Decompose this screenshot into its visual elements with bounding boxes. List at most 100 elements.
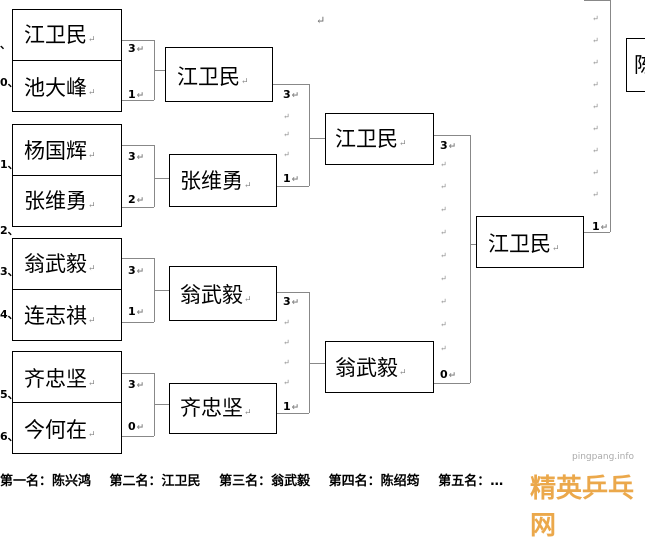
paragraph-mark: ↵ (440, 182, 447, 191)
connector (584, 0, 610, 1)
paragraph-mark: ↵ (592, 58, 599, 67)
paragraph-mark: ↵ (592, 36, 599, 45)
round1-box-6 (12, 289, 122, 341)
score: 3↵ (128, 150, 145, 163)
connector (277, 186, 309, 187)
connector (122, 258, 154, 259)
round1-box-4 (12, 175, 122, 227)
paragraph-mark: ↵ (283, 112, 290, 121)
player-name: 江卫民↵ (177, 65, 249, 89)
rank-1: 第一名：陈兴鸿 (0, 474, 92, 489)
round1-box-7 (12, 351, 122, 403)
seed-label: 、 (0, 38, 11, 51)
paragraph-mark: ↵ (592, 80, 599, 89)
score: 0↵ (440, 368, 457, 381)
connector (122, 100, 154, 101)
seed-label: 0、 (0, 76, 19, 89)
round3-box-1 (325, 113, 434, 165)
paragraph-mark: ↵ (440, 344, 447, 353)
paragraph-mark: ↵ (283, 358, 290, 367)
player-name: 连志祺↵ (24, 304, 96, 328)
score: 1↵ (283, 172, 300, 185)
connector (122, 207, 154, 208)
player-name: 池大峰↵ (24, 76, 96, 100)
score: 1↵ (283, 400, 300, 413)
seed-label: 6、 (0, 430, 19, 443)
round1-box-8 (12, 402, 122, 454)
connector (309, 84, 310, 186)
player-name: 翁武毅↵ (180, 283, 252, 307)
connector (309, 138, 325, 139)
score: 3↵ (283, 88, 300, 101)
connector (584, 232, 610, 233)
connector (610, 0, 611, 232)
paragraph-mark: ↵ (592, 146, 599, 155)
paragraph-mark: ↵ (592, 124, 599, 133)
paragraph-mark: ↵ (440, 160, 447, 169)
connector (470, 135, 471, 383)
connector (154, 178, 169, 179)
connector (470, 244, 476, 245)
connector (277, 413, 309, 414)
paragraph-mark: ↵ (592, 168, 599, 177)
rank-4: 第四名：陈绍筠 (328, 474, 420, 489)
player-name: 齐忠坚↵ (180, 396, 252, 420)
paragraph-mark: ↵ (316, 14, 326, 27)
connector (122, 40, 154, 41)
round1-box-1 (12, 9, 122, 61)
round2-box-4 (169, 383, 277, 434)
seed-label: 4、 (0, 308, 19, 321)
round3-box-2 (325, 341, 434, 393)
player-name: 今何在↵ (24, 418, 96, 442)
player-name: 江卫民↵ (24, 23, 96, 47)
connector (122, 322, 154, 323)
paragraph-mark: ↵ (440, 274, 447, 283)
round4-box (476, 216, 584, 268)
paragraph-mark: ↵ (440, 251, 447, 260)
connector (122, 436, 154, 437)
score: 3↵ (128, 42, 145, 55)
connector (122, 373, 154, 374)
rank-2: 第二名：江卫民 (109, 474, 201, 489)
player-name: 翁武毅↵ (24, 252, 96, 276)
score: 3↵ (128, 264, 145, 277)
score: 3↵ (128, 378, 145, 391)
seed-label: 3、 (0, 265, 19, 278)
connector (154, 404, 169, 405)
watermark-site: pingpang.info (572, 452, 635, 462)
player-name: 张维勇↵ (180, 169, 252, 193)
paragraph-mark: ↵ (283, 130, 290, 139)
paragraph-mark: ↵ (283, 318, 290, 327)
paragraph-mark: ↵ (283, 338, 290, 347)
player-name: 陈 (634, 53, 645, 77)
player-name: 张维勇↵ (24, 189, 96, 213)
seed-label: 5、 (0, 388, 19, 401)
paragraph-mark: ↵ (440, 320, 447, 329)
score: 1↵ (128, 305, 145, 318)
connector (273, 84, 309, 85)
score: 3↵ (283, 295, 300, 308)
connector (154, 145, 155, 207)
player-name: 江卫民↵ (488, 232, 560, 256)
connector (277, 292, 309, 293)
connector (154, 70, 165, 71)
connector (309, 292, 310, 413)
connector (309, 363, 325, 364)
paragraph-mark: ↵ (283, 378, 290, 387)
paragraph-mark: ↵ (592, 102, 599, 111)
player-name: 齐忠坚↵ (24, 367, 96, 391)
connector (122, 145, 154, 146)
round2-box-1 (165, 47, 273, 102)
connector (434, 135, 470, 136)
rank-3: 第三名：翁武毅 (219, 474, 311, 489)
player-name: 翁武毅↵ (335, 356, 407, 380)
connector (154, 290, 169, 291)
score: 1↵ (592, 220, 609, 233)
player-name: 杨国辉↵ (24, 139, 96, 163)
paragraph-mark: ↵ (440, 205, 447, 214)
paragraph-mark: ↵ (592, 14, 599, 23)
paragraph-mark: ↵ (592, 190, 599, 199)
seed-label: 2、 (0, 224, 19, 237)
round2-box-2 (169, 154, 277, 207)
paragraph-mark: ↵ (440, 297, 447, 306)
